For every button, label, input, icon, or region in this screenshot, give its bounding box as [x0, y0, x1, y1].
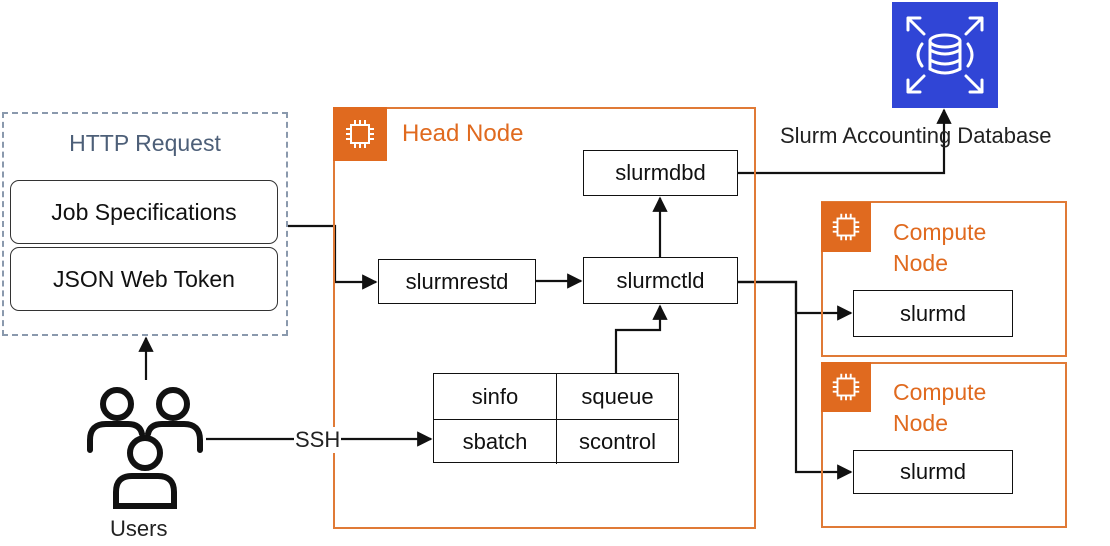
cpu-chip-icon: [821, 362, 871, 412]
edge-http-to-slurmrestd: [288, 224, 378, 290]
job-specifications-item: Job Specifications: [10, 180, 278, 244]
http-request-title: HTTP Request: [69, 129, 221, 156]
compute-node-title-line2: Node: [893, 410, 948, 436]
slurm-commands-table: sinfo squeue sbatch scontrol: [433, 373, 679, 464]
users-icon: [80, 380, 210, 510]
slurmd-box-1: slurmd: [853, 290, 1013, 337]
command-sbatch: sbatch: [434, 419, 556, 464]
compute-node-group-1: [821, 201, 1067, 357]
cpu-chip-icon: [333, 107, 387, 161]
database-icon: [892, 2, 998, 108]
slurmctld-box: slurmctld: [583, 257, 738, 304]
json-web-token-item: JSON Web Token: [10, 247, 278, 311]
cpu-chip-icon: [821, 202, 871, 252]
command-scontrol: scontrol: [556, 419, 678, 464]
command-sinfo: sinfo: [471, 383, 519, 409]
slurmrestd-box: slurmrestd: [378, 259, 536, 304]
http-request-group: [2, 112, 288, 336]
ssh-edge-label: SSH: [294, 427, 342, 453]
edge-commands-to-slurmctld: [614, 304, 668, 373]
compute-node-title-line2: Node: [893, 250, 948, 276]
slurmdbd-box: slurmdbd: [583, 150, 738, 196]
edge-slurmctld-to-slurmd2: [738, 280, 853, 480]
slurmd-box-2: slurmd: [853, 450, 1013, 494]
compute-node-group-2: [821, 362, 1067, 528]
head-node-title: Head Node: [402, 120, 524, 147]
users-label: Users: [110, 516, 168, 541]
database-label: Slurm Accounting Database: [780, 123, 1052, 148]
head-node-group: [333, 107, 756, 529]
compute-node-title: Compute: [893, 219, 987, 245]
edge-slurmdbd-to-database: [738, 108, 952, 175]
compute-node-title: Compute: [893, 379, 987, 405]
command-squeue: squeue: [556, 374, 678, 419]
